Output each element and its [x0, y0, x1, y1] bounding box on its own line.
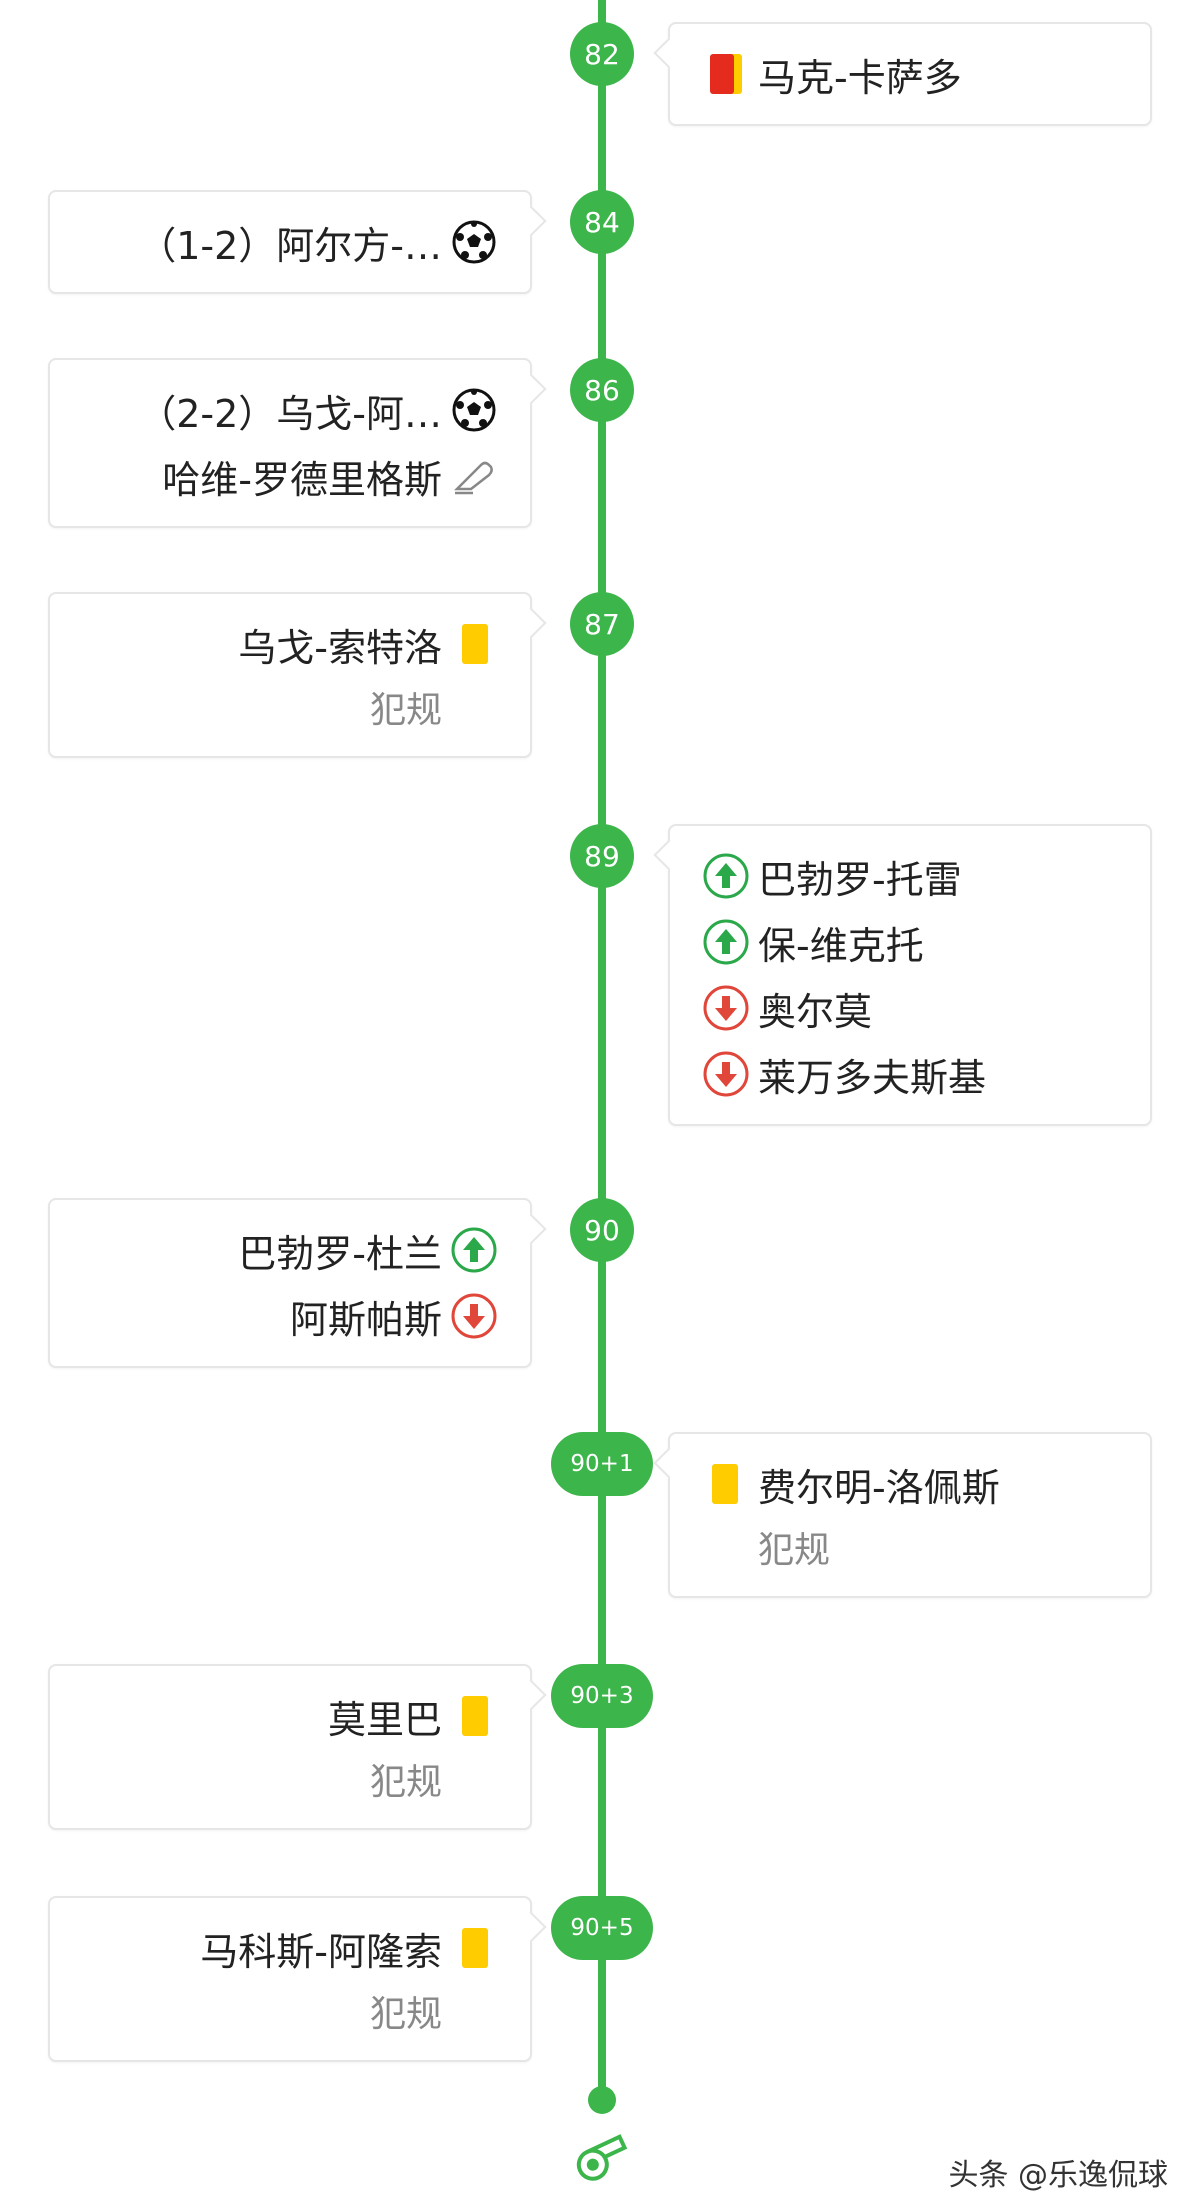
event-row: 乌戈-索特洛 [50, 611, 530, 677]
event-row: 巴勃罗-托雷 [670, 843, 1150, 909]
event-row: 马科斯-阿隆索 [50, 1915, 530, 1981]
event-card[interactable]: （2-2）乌戈-阿… 哈维-罗德里格斯 [48, 358, 547, 528]
event-row: 保-维克托 [670, 909, 1150, 975]
event-detail: 犯规 [369, 1994, 442, 2035]
timeline-line [598, 0, 606, 2095]
soccer-ball-icon [450, 218, 498, 266]
substitution-in-icon [702, 852, 750, 900]
event-row: 马克-卡萨多 [670, 41, 1150, 107]
minute-badge: 90+5 [551, 1896, 653, 1960]
event-row: 哈维-罗德里格斯 [50, 443, 530, 509]
event-row: 费尔明-洛佩斯 [670, 1451, 1150, 1517]
event-card[interactable]: 莫里巴 犯规 [48, 1664, 547, 1830]
player-out: 奥尔莫 [758, 989, 873, 1034]
event-card[interactable]: 巴勃罗-杜兰 阿斯帕斯 [48, 1198, 547, 1368]
player-out: 阿斯帕斯 [289, 1297, 442, 1342]
timeline-end-dot [588, 2086, 616, 2114]
soccer-ball-icon [450, 386, 498, 434]
player-out: 莱万多夫斯基 [758, 1055, 987, 1100]
event-row: （2-2）乌戈-阿… [50, 377, 530, 443]
event-card[interactable]: 马克-卡萨多 [653, 22, 1152, 126]
yellow-card-icon [450, 1924, 498, 1972]
player-name: 费尔明-洛佩斯 [758, 1465, 1000, 1510]
event-row: 莫里巴 [50, 1683, 530, 1749]
watermark: 头条 @乐逸侃球 [948, 2158, 1168, 2193]
yellow-card-icon [702, 1460, 750, 1508]
player-name: 莫里巴 [327, 1697, 442, 1742]
event-card[interactable]: 乌戈-索特洛 犯规 [48, 592, 547, 758]
event-row: 巴勃罗-杜兰 [50, 1217, 530, 1283]
yellow-card-icon [450, 1692, 498, 1740]
minute-badge: 87 [570, 592, 634, 656]
minute-badge: 82 [570, 22, 634, 86]
event-row: （1-2）阿尔方-… [50, 209, 530, 275]
player-name: 马科斯-阿隆索 [200, 1929, 442, 1974]
substitution-in-icon [702, 918, 750, 966]
minute-badge: 90 [570, 1198, 634, 1262]
substitution-out-icon [702, 984, 750, 1032]
event-card[interactable]: （1-2）阿尔方-… [48, 190, 547, 294]
event-card[interactable]: 马科斯-阿隆索 犯规 [48, 1896, 547, 2062]
yellow-card-icon [450, 620, 498, 668]
event-detail: 犯规 [758, 1530, 831, 1571]
event-detail: 犯规 [369, 1762, 442, 1803]
minute-badge: 89 [570, 824, 634, 888]
assist-boot-icon [450, 452, 498, 500]
event-card[interactable]: 费尔明-洛佩斯 犯规 [653, 1432, 1152, 1598]
event-card[interactable]: 巴勃罗-托雷 保-维克托 奥尔莫 莱万多夫斯基 [653, 824, 1152, 1126]
red-yellow-card-icon [702, 50, 750, 98]
substitution-out-icon [450, 1292, 498, 1340]
event-detail: 犯规 [369, 690, 442, 731]
player-in: 巴勃罗-托雷 [758, 857, 962, 902]
player-name: 乌戈-索特洛 [238, 625, 442, 670]
whistle-icon [568, 2126, 636, 2186]
event-row: 奥尔莫 [670, 975, 1150, 1041]
player-name: 马克-卡萨多 [758, 55, 962, 100]
assist-text: 哈维-罗德里格斯 [162, 457, 442, 502]
minute-badge: 90+3 [551, 1664, 653, 1728]
minute-badge: 86 [570, 358, 634, 422]
event-row: 莱万多夫斯基 [670, 1041, 1150, 1107]
player-in: 保-维克托 [758, 923, 924, 968]
substitution-out-icon [702, 1050, 750, 1098]
minute-badge: 90+1 [551, 1432, 653, 1496]
player-in: 巴勃罗-杜兰 [238, 1231, 442, 1276]
substitution-in-icon [450, 1226, 498, 1274]
goal-text: （2-2）乌戈-阿… [138, 391, 442, 436]
minute-badge: 84 [570, 190, 634, 254]
goal-text: （1-2）阿尔方-… [138, 223, 442, 268]
event-row: 阿斯帕斯 [50, 1283, 530, 1349]
